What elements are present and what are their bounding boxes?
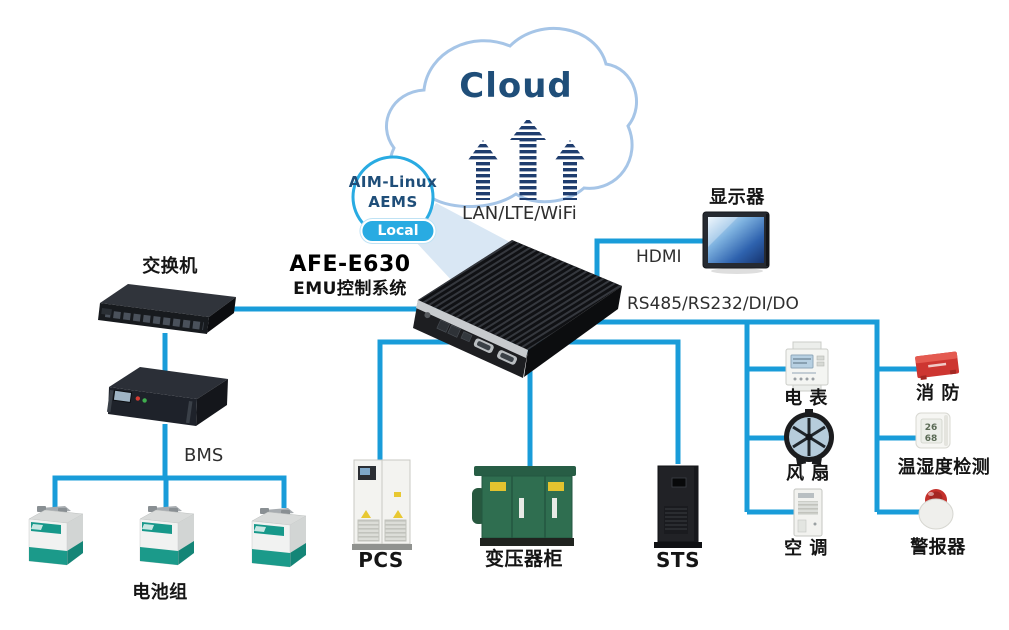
- badge-aim-linux-label: AIM-Linux: [348, 173, 438, 191]
- sts-cabinet-icon: [654, 465, 702, 548]
- serial-bus-label: RS485/RS232/DI/DO: [627, 294, 799, 314]
- fire-label: 消 防: [916, 383, 960, 404]
- battery-cell-icon: [28, 505, 84, 566]
- switch-label: 交换机: [142, 256, 198, 277]
- fan-icon: [784, 409, 834, 466]
- hdmi-label: HDMI: [636, 247, 682, 267]
- cloud-label: Cloud: [459, 66, 573, 106]
- transformer-cabinet-icon: [472, 466, 576, 546]
- battery-group-label: 电池组: [132, 582, 188, 603]
- gateway-model-label: AFE-E630: [289, 252, 411, 277]
- sts-label: STS: [656, 548, 700, 572]
- transformer-label: 变压器柜: [484, 548, 564, 570]
- temp-humidity-label: 温湿度检测: [897, 457, 991, 478]
- svg-text:26: 26: [925, 423, 938, 433]
- fan-label: 风 扇: [786, 463, 830, 484]
- gateway-device-icon: [413, 240, 622, 378]
- badge-aems-label: AEMS: [368, 193, 418, 211]
- upload-arrows-icon: [468, 118, 585, 200]
- local-tag: Local: [360, 219, 436, 243]
- meter-label: 电 表: [784, 388, 828, 409]
- pcs-label: PCS: [358, 548, 404, 572]
- alarm-label: 警报器: [910, 537, 966, 558]
- uplink-label: LAN/LTE/WiFi: [462, 203, 577, 224]
- pcs-cabinet-icon: [352, 459, 412, 550]
- ac-label: 空 调: [784, 538, 828, 559]
- air-conditioner-icon: [793, 488, 823, 537]
- bms-label: BMS: [184, 445, 224, 466]
- battery-cell-icon: [251, 507, 307, 568]
- link-battery-bus: [52, 475, 287, 508]
- battery-cell-icon: [139, 505, 195, 566]
- fire-module-icon: [915, 351, 960, 380]
- alarm-siren-icon: [918, 489, 954, 530]
- switch-icon: [98, 284, 236, 334]
- display-label: 显示器: [709, 187, 765, 208]
- svg-text:68: 68: [925, 434, 938, 444]
- monitor-icon: [702, 211, 770, 274]
- temp-humidity-sensor-icon: 26 68: [915, 412, 951, 449]
- link-gateway-hdmi: [594, 238, 703, 285]
- power-meter-icon: [785, 341, 829, 392]
- bms-icon: [106, 367, 228, 426]
- gateway-subtitle-label: EMU控制系统: [293, 279, 407, 299]
- link-serial-bus: [595, 319, 880, 512]
